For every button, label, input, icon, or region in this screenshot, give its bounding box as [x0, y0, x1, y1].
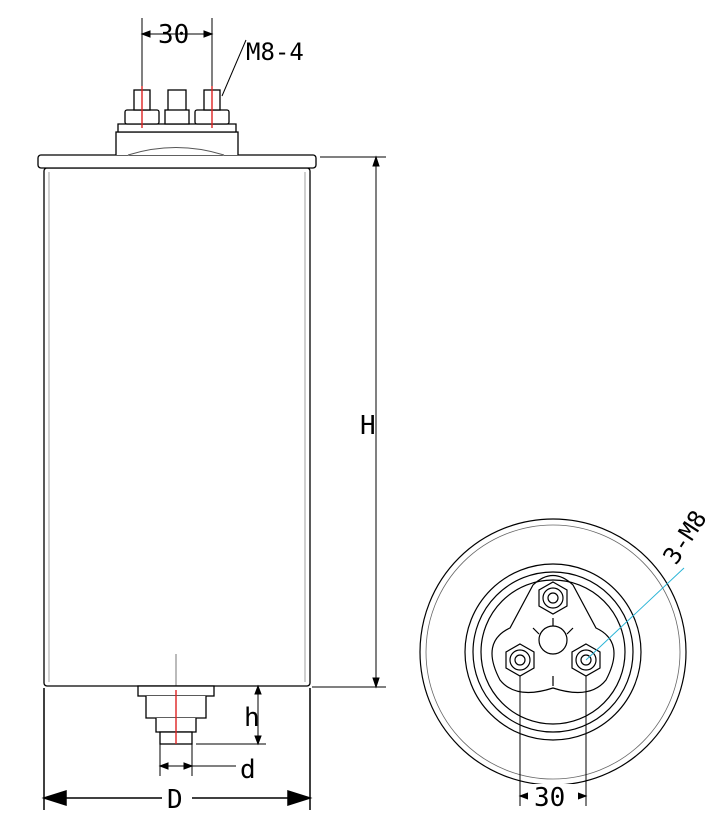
terminal-thread-label: M8-4: [246, 38, 304, 66]
terminal-stud-middle: [164, 89, 190, 125]
diameter-label: D: [167, 785, 183, 815]
top-spacing-label: 30: [158, 20, 189, 50]
thread-leader: [585, 567, 685, 661]
stud-diameter-dimension: [158, 744, 236, 776]
stud-height-dimension: [196, 684, 266, 746]
stud-height-label: h: [244, 703, 260, 733]
terminal-nut-left: [505, 643, 535, 677]
capacitor-body: [43, 167, 311, 687]
lid-circle: [464, 563, 642, 741]
terminal-base: [115, 131, 239, 155]
bottom-spacing-label: 30: [534, 783, 565, 813]
top-view-thread-label: 3-M8: [658, 506, 713, 570]
outer-rim-circle: [419, 518, 687, 786]
top-spacing-dimension: [140, 18, 247, 97]
side-view: [37, 18, 386, 810]
height-label: H: [360, 411, 376, 441]
stud-diameter-label: d: [240, 755, 256, 785]
top-view: [419, 518, 687, 806]
terminal-holder: [491, 574, 615, 694]
terminal-stud-right: [194, 86, 230, 128]
capacitor-rim: [37, 154, 317, 169]
terminal-nut-top: [538, 581, 568, 615]
terminal-stud-left: [124, 86, 160, 128]
height-dimension: [312, 155, 386, 689]
mounting-stud: [137, 654, 215, 745]
